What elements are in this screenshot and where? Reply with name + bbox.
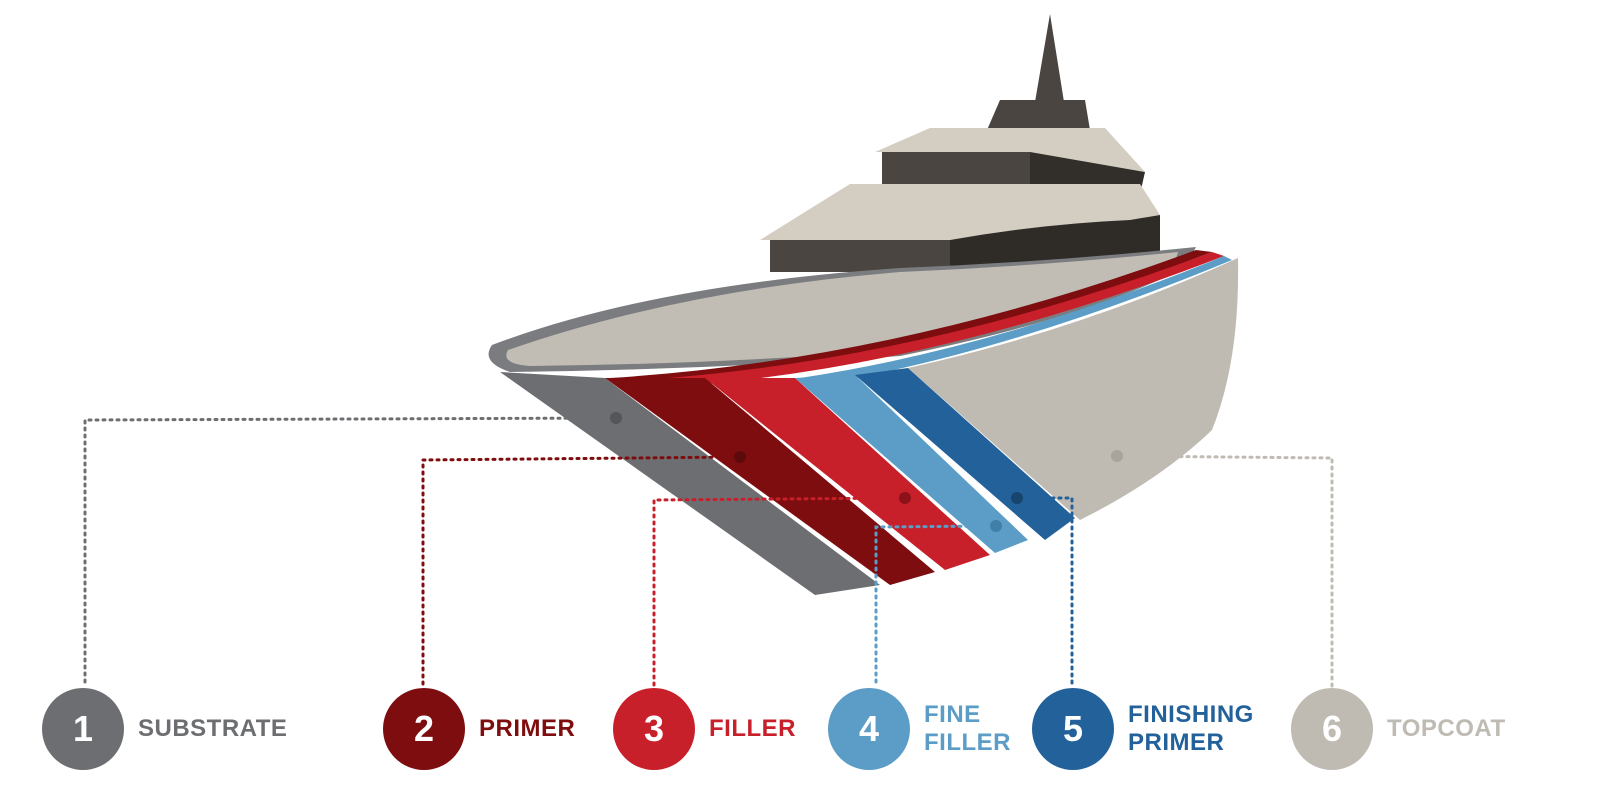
layer-label: FINISHING PRIMER [1128,701,1254,756]
leader-line-substrate [83,416,618,688]
leader-dot-topcoat [1111,450,1123,462]
leader-dot-primer [734,451,746,463]
upper-cabin-side [1030,152,1145,194]
layer-label: FILLER [709,715,796,742]
layer-filler-shape [705,378,990,570]
layer-label: PRIMER [479,715,576,742]
layer-item-finishing-primer: 5 FINISHING PRIMER [1032,688,1254,770]
layer-substrate-shape [500,372,880,595]
layer-topcoat-shape [908,258,1239,520]
leader-line-primer [421,455,742,688]
layer-primer-shape [605,378,935,585]
layer-number-badge: 5 [1032,688,1114,770]
leader-line-topcoat [1115,454,1334,688]
layer-item-filler: 3 FILLER [613,688,796,770]
layer-label: FINE FILLER [924,701,1011,756]
layer-number-badge: 1 [42,688,124,770]
leader-line-finishing-primer [1015,496,1074,688]
leader-dot-fine-filler [990,520,1002,532]
leader-dot-filler [899,492,911,504]
layer-number-badge: 4 [828,688,910,770]
hull-deck [506,252,1178,366]
leader-line-fine-filler [874,524,998,688]
layer-item-fine-filler: 4 FINE FILLER [828,688,1011,770]
layer-item-substrate: 1 SUBSTRATE [42,688,287,770]
leader-line-filler [652,496,907,688]
boat-mast [1035,14,1064,102]
layer-number-badge: 2 [383,688,465,770]
rim-stripe-fine-filler [800,256,1232,386]
leader-dot-substrate [610,412,622,424]
upper-cabin-wall [882,152,1030,186]
layer-number-badge: 3 [613,688,695,770]
lower-cabin-wall [770,240,950,272]
layer-number-badge: 6 [1291,688,1373,770]
layer-item-primer: 2 PRIMER [383,688,575,770]
leader-dot-finishing-primer [1011,492,1023,504]
layer-label: SUBSTRATE [138,715,288,742]
layer-label: TOPCOAT [1387,715,1506,742]
boat-mast-base [987,100,1090,130]
layer-fine-filler-shape [795,375,1028,553]
layer-item-topcoat: 6 TOPCOAT [1291,688,1506,770]
